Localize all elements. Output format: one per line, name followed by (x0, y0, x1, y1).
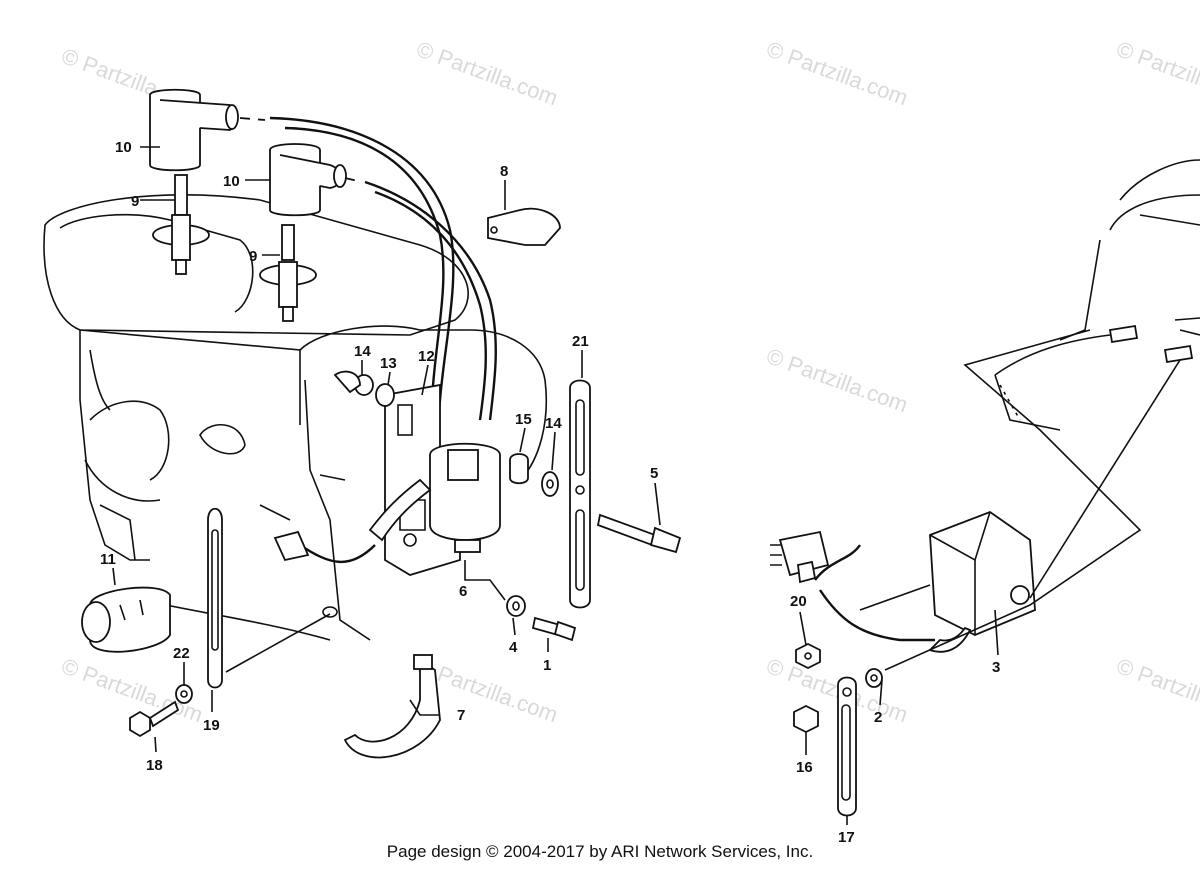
callout-6: 6 (459, 583, 467, 600)
callout-21: 21 (572, 333, 589, 350)
callout-10-upper: 10 (115, 139, 132, 156)
watermark: © Partzilla.com (413, 36, 561, 110)
watermark: © Partzilla.com (1113, 653, 1200, 727)
callouts: 10 10 9 9 8 14 13 12 21 15 14 5 6 4 1 7 … (100, 139, 1000, 846)
callout-9-upper: 9 (131, 193, 139, 210)
bolt-16 (793, 704, 819, 734)
bolt-18 (129, 700, 180, 738)
callout-3: 3 (992, 659, 1000, 676)
watermark: © Partzilla.com (763, 36, 911, 110)
frame-section (994, 159, 1200, 431)
callout-12: 12 (418, 348, 435, 365)
spark-plug-upper (152, 174, 210, 275)
connector-lead (273, 530, 376, 564)
callout-1: 1 (543, 657, 551, 674)
callout-7: 7 (457, 707, 465, 724)
connector-plug (770, 530, 830, 584)
callout-2: 2 (874, 709, 882, 726)
callout-17: 17 (838, 829, 855, 846)
callout-11: 11 (100, 551, 116, 568)
washer-2 (865, 668, 883, 688)
callout-19: 19 (203, 717, 220, 734)
callout-14-right: 14 (545, 415, 562, 432)
ignition-wires (239, 116, 497, 456)
callout-14-left: 14 (354, 343, 371, 360)
regulator-box (814, 510, 1036, 653)
ignition-coil (368, 442, 501, 553)
coil-washer-parts (333, 370, 395, 407)
callout-13: 13 (380, 355, 397, 372)
spark-plug-lower (259, 224, 317, 322)
watermark: © Partzilla.com (1113, 36, 1200, 110)
callout-4: 4 (509, 639, 518, 656)
callout-16: 16 (796, 759, 813, 776)
callout-10-lower: 10 (223, 173, 240, 190)
callout-20: 20 (790, 593, 807, 610)
callout-5: 5 (650, 465, 658, 482)
wire-clamp (487, 207, 561, 246)
strap-band-7 (343, 654, 441, 759)
nut-20 (795, 642, 821, 670)
washer-14 (541, 471, 559, 497)
engine-block (43, 193, 548, 641)
callout-22: 22 (173, 645, 190, 662)
spark-plug-cap-lower (269, 143, 347, 217)
copyright-footer: Page design © 2004-2017 by ARI Network S… (386, 842, 814, 861)
bolt-1 (531, 616, 577, 642)
bushing (509, 453, 529, 485)
watermarks: © Partzilla.com © Partzilla.com © Partzi… (58, 36, 1200, 727)
washer-22 (175, 684, 193, 704)
callout-9-lower: 9 (249, 248, 257, 265)
cover-11 (81, 586, 171, 653)
bracket-strap-21 (569, 379, 591, 609)
watermark: © Partzilla.com (763, 343, 911, 417)
callout-8: 8 (500, 163, 508, 180)
strap-19 (207, 507, 223, 689)
bolt-5 (596, 513, 682, 554)
callout-18: 18 (146, 757, 163, 774)
callout-15: 15 (515, 411, 532, 428)
strap-17 (837, 676, 857, 817)
spark-plug-cap-upper (149, 88, 239, 172)
leader-lines (112, 146, 1181, 825)
washer-4 (506, 595, 526, 617)
